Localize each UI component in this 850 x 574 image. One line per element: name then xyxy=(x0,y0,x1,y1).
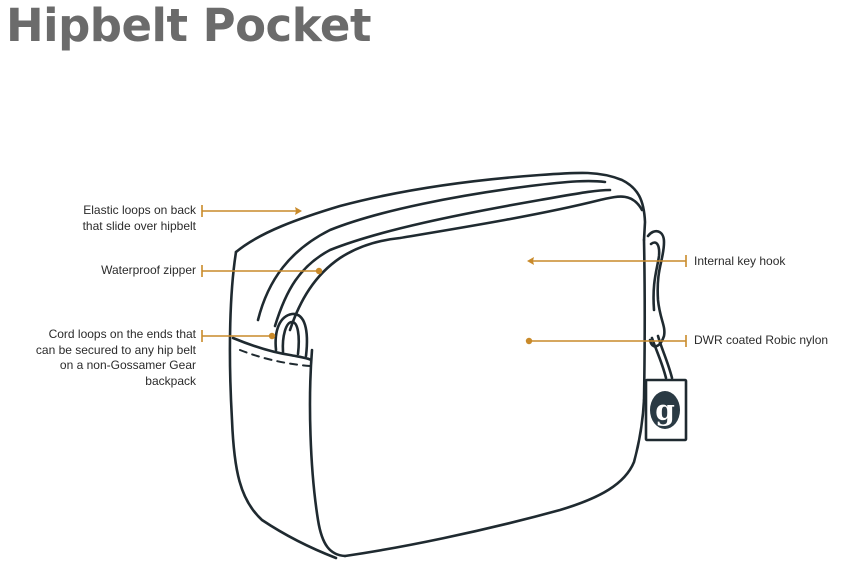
label-internal-key-hook: Internal key hook xyxy=(694,254,785,270)
label-waterproof-zipper: Waterproof zipper xyxy=(101,263,196,279)
label-line: that slide over hipbelt xyxy=(82,218,196,233)
label-line: backpack xyxy=(145,373,196,388)
page-title: Hipbelt Pocket xyxy=(6,0,371,52)
dot-marker-icon xyxy=(525,337,533,345)
label-dwr-nylon: DWR coated Robic nylon xyxy=(694,333,828,349)
callout-lines xyxy=(201,205,687,347)
label-line: Internal key hook xyxy=(694,254,786,268)
arrow-left-icon xyxy=(527,257,534,265)
label-cord-loops: Cord loops on the ends that can be secur… xyxy=(36,327,196,389)
label-line: Cord loops on the ends that xyxy=(48,327,196,341)
label-line: can be secured to any hip belt xyxy=(35,342,196,357)
gossamer-gear-logo-icon: g xyxy=(650,391,680,429)
dot-marker-icon xyxy=(315,267,323,275)
label-line: Elastic loops on back xyxy=(83,203,196,217)
label-line: Waterproof zipper xyxy=(101,263,196,277)
label-elastic-loops: Elastic loops on back that slide over hi… xyxy=(83,203,196,234)
logo-glyph: g xyxy=(655,394,675,427)
arrow-right-icon xyxy=(295,207,302,215)
label-line: on a non-Gossamer Gear xyxy=(59,358,196,372)
dot-marker-icon xyxy=(268,332,276,340)
bag-outline xyxy=(228,171,688,560)
label-line: DWR coated Robic nylon xyxy=(694,333,829,347)
